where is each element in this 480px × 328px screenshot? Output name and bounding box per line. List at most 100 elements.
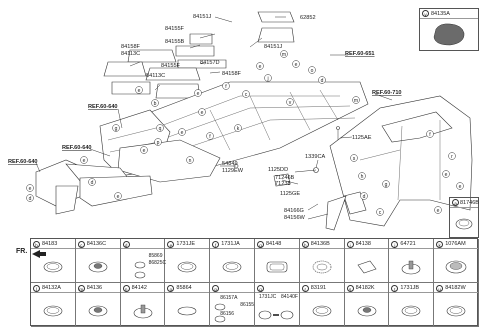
- front-side-member: [35, 159, 153, 215]
- part-code: 84132A: [42, 285, 61, 291]
- part-b-icon: [43, 261, 63, 273]
- plug-icon: [455, 218, 473, 230]
- callout-tag: r: [301, 284, 309, 292]
- part-code: 84142: [131, 285, 147, 291]
- callout-tag: u: [436, 284, 444, 292]
- svg-text:v: v: [289, 100, 292, 106]
- part-code: 84138: [355, 241, 371, 247]
- part-i-icon: [357, 260, 377, 274]
- svg-text:e: e: [197, 91, 200, 97]
- label-84158F: 84158F: [121, 44, 141, 50]
- part-s-icon: [357, 305, 376, 317]
- svg-text:e: e: [295, 62, 298, 68]
- svg-text:p: p: [157, 140, 160, 146]
- part-code: 83191: [310, 285, 327, 291]
- part-code: 84183: [42, 241, 58, 247]
- label-62852: 62852: [300, 15, 316, 21]
- callout-tag: m: [77, 284, 85, 292]
- callout-tag: d: [122, 240, 130, 248]
- callout-markers: e b e c f e j m e o d v e k e q p e g n …: [26, 50, 464, 216]
- svg-text:e: e: [83, 158, 86, 164]
- svg-text:e: e: [459, 184, 462, 190]
- part-code: 81746B: [460, 200, 479, 206]
- svg-text:e: e: [29, 186, 32, 192]
- label-84151J: 84151J: [193, 14, 212, 20]
- callout-tag: s: [346, 284, 354, 292]
- part-code: 85864: [176, 285, 192, 291]
- part-code: 1076AM: [445, 241, 466, 247]
- part-d-icon: [134, 261, 145, 279]
- label-84113C: 84113C: [121, 51, 140, 57]
- svg-text:m: m: [282, 52, 286, 58]
- callout-tag: i: [346, 240, 354, 248]
- part-code: 84136: [86, 285, 103, 291]
- part-q-icon: [258, 310, 294, 320]
- svg-text:f: f: [225, 84, 227, 90]
- callout-tag: g: [257, 240, 264, 248]
- part-h-icon: [312, 260, 332, 274]
- part-e-icon: [178, 261, 197, 273]
- front-direction-label: FR.: [16, 248, 28, 255]
- label-84157D: 84157D: [200, 60, 220, 66]
- label-84151J: 84151J: [264, 44, 283, 50]
- svg-text:r: r: [451, 154, 453, 160]
- label-84156W: 84156W: [284, 215, 306, 221]
- part-t-icon: [402, 305, 421, 317]
- label-71238: 71238: [275, 181, 291, 187]
- sub-part-label: 85869: [148, 253, 163, 259]
- svg-text:q: q: [159, 126, 162, 132]
- callout-tag: j: [391, 240, 399, 248]
- callout-tag: f: [212, 240, 220, 248]
- svg-text:d: d: [363, 194, 366, 200]
- part-code: 1731JB: [400, 285, 420, 291]
- label-84113C: 84113C: [146, 73, 165, 79]
- svg-text:d: d: [29, 196, 32, 202]
- ref-label: REF.60-651: [345, 51, 375, 57]
- sub-part-label: 1731JC: [259, 294, 277, 300]
- callout-tag: t: [391, 284, 399, 292]
- svg-text:g: g: [115, 126, 118, 132]
- label-84155F: 84155F: [165, 26, 185, 32]
- svg-text:e: e: [201, 110, 204, 116]
- part-code: 84148: [266, 241, 282, 247]
- part-code: 1731JA: [221, 241, 240, 247]
- callout-tag: n: [122, 284, 130, 292]
- sub-part-label: 86825C: [148, 260, 167, 266]
- callout-tag: l: [33, 284, 40, 292]
- label-84155F: 84155F: [161, 63, 181, 69]
- svg-text:d: d: [91, 180, 94, 186]
- part-u-icon: [446, 305, 466, 317]
- callout-tag: o: [167, 284, 175, 292]
- part-code: 84182W: [445, 285, 466, 291]
- svg-text:n: n: [189, 158, 192, 164]
- part-c-icon: [88, 261, 108, 273]
- part-code: 64721: [400, 241, 416, 247]
- label-84155B: 84155B: [165, 39, 185, 45]
- callout-tag: c: [77, 240, 85, 248]
- part-code: 84136B: [310, 241, 330, 247]
- callout-tag: e: [167, 240, 175, 248]
- svg-text:k: k: [237, 126, 240, 132]
- svg-text:e: e: [117, 194, 120, 200]
- svg-text:e: e: [138, 88, 141, 94]
- svg-text:c: c: [245, 92, 248, 98]
- svg-text:e: e: [181, 130, 184, 136]
- part-f-icon: [222, 261, 242, 273]
- callout-tag: a: [452, 199, 459, 207]
- callout-tag: b: [33, 240, 40, 248]
- sub-part-label: 84140F: [281, 294, 298, 300]
- ref-label: REF.60-710: [372, 90, 402, 96]
- svg-text:b: b: [154, 101, 157, 107]
